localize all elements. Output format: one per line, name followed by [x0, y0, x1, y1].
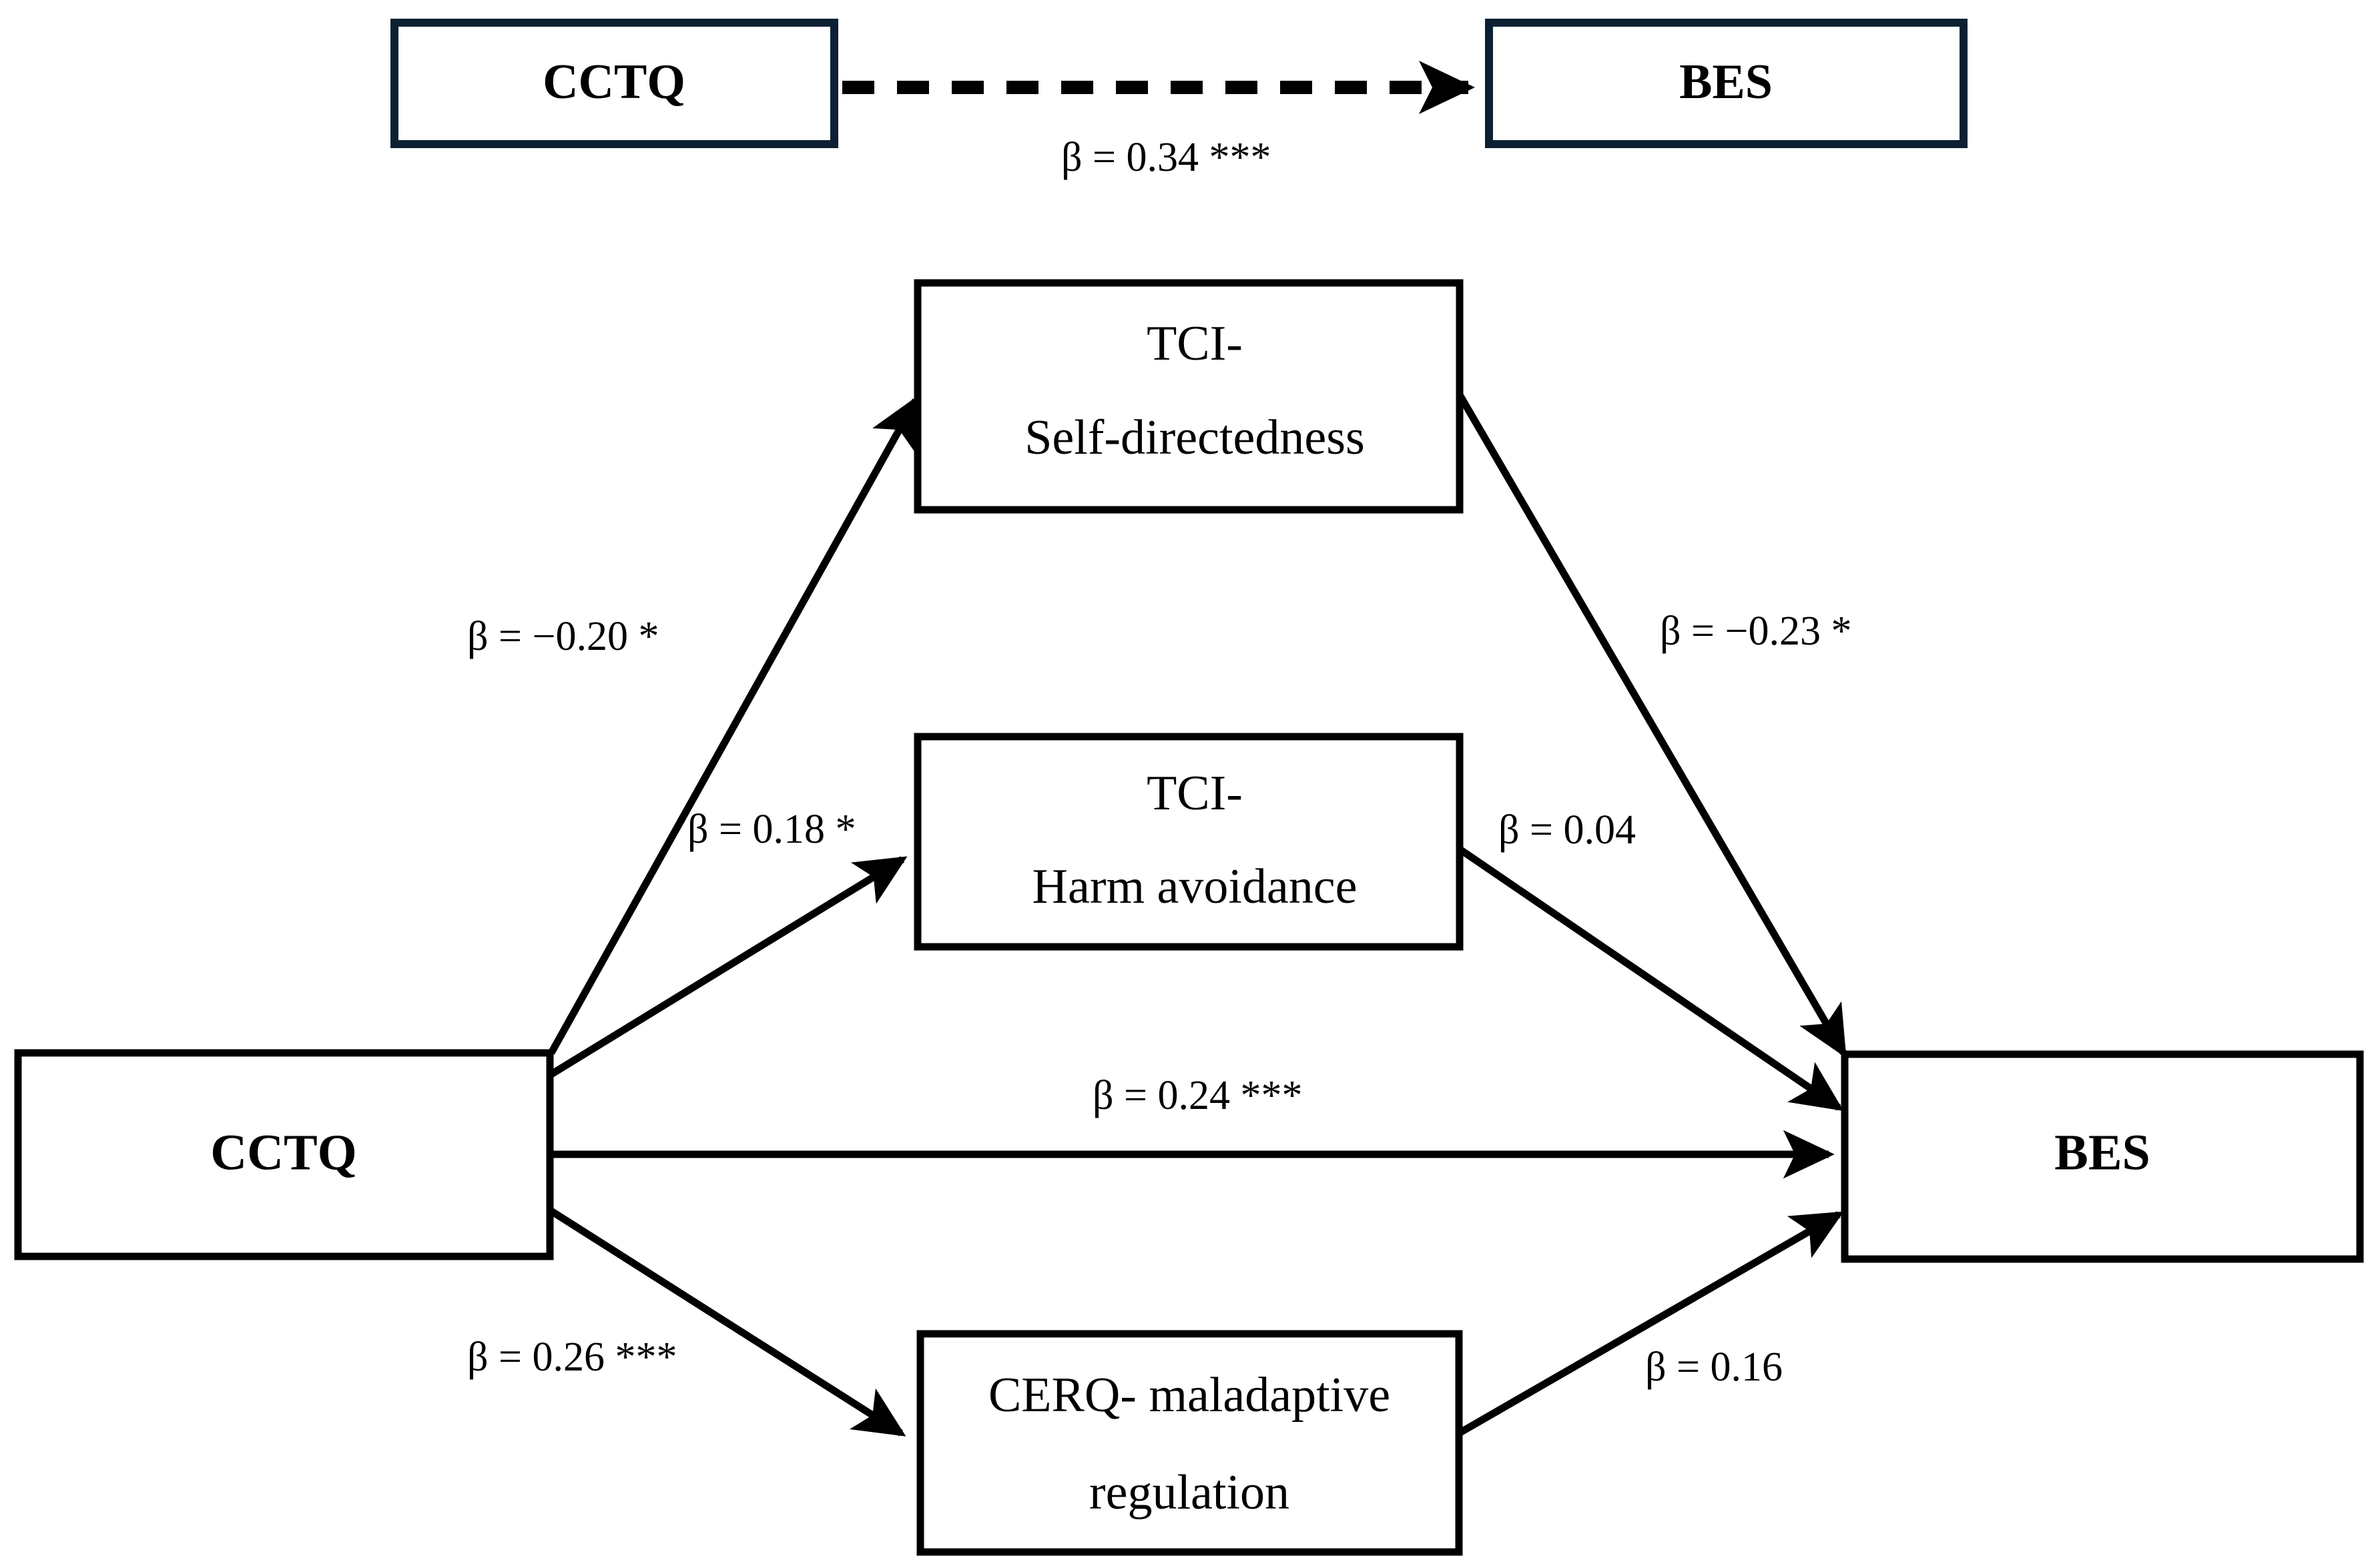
node-bes-bottom[interactable]: BES: [1841, 1050, 2364, 1263]
edge-cctq-to-harmavoidance: [549, 856, 908, 1078]
node-cctq-top-label: CCTQ: [543, 55, 685, 109]
node-tci-self-directedness-label-line1: TCI-: [1147, 316, 1243, 371]
edge-label-cctq-to-selfdirectedness: β = −0.20 *: [467, 614, 659, 659]
edge-label-harmavoidance-to-bes: β = 0.04: [1498, 807, 1636, 853]
node-bes-bottom-label: BES: [2054, 1124, 2150, 1180]
node-cctq-bottom-label: CCTQ: [210, 1124, 357, 1180]
node-tci-self-directedness[interactable]: TCI- Self-directedness: [914, 279, 1464, 514]
edge-label-cerq-to-bes: β = 0.16: [1645, 1344, 1783, 1390]
edge-harmavoidance-to-bes: [1456, 845, 1844, 1111]
node-tci-harm-avoidance-label-line2: Harm avoidance: [1032, 859, 1358, 914]
node-cerq-maladaptive-label-line2: regulation: [1089, 1465, 1289, 1520]
node-cctq-top[interactable]: CCTQ: [390, 19, 838, 148]
edge-cctq-to-cerq: [549, 1208, 906, 1437]
node-cerq-maladaptive[interactable]: CERQ- maladaptive regulation: [916, 1330, 1463, 1556]
edge-cerq-to-bes: [1457, 1211, 1844, 1437]
edge-label-cctq-to-cerq: β = 0.26 ***: [467, 1334, 677, 1380]
node-bes-top[interactable]: BES: [1485, 19, 1968, 148]
node-tci-harm-avoidance[interactable]: TCI- Harm avoidance: [914, 733, 1464, 951]
node-tci-harm-avoidance-label-line1: TCI-: [1147, 766, 1243, 821]
node-tci-self-directedness-label-line2: Self-directedness: [1024, 410, 1365, 465]
edge-cctq-to-selfdirectedness: [548, 395, 919, 1055]
node-bes-top-label: BES: [1679, 55, 1773, 109]
edge-label-cctq-to-bes-direct: β = 0.24 ***: [1093, 1073, 1303, 1118]
edge-label-selfdirectedness-to-bes: β = −0.23 *: [1660, 609, 1851, 654]
edge-label-cctq-to-harmavoidance: β = 0.18 *: [687, 807, 856, 852]
node-cerq-maladaptive-label-line1: CERQ- maladaptive: [988, 1368, 1390, 1423]
edge-label-cctq-to-bes-total: β = 0.34 ***: [1061, 135, 1271, 180]
node-cctq-bottom[interactable]: CCTQ: [14, 1049, 554, 1260]
edge-selfdirectedness-to-bes: [1456, 392, 1847, 1058]
